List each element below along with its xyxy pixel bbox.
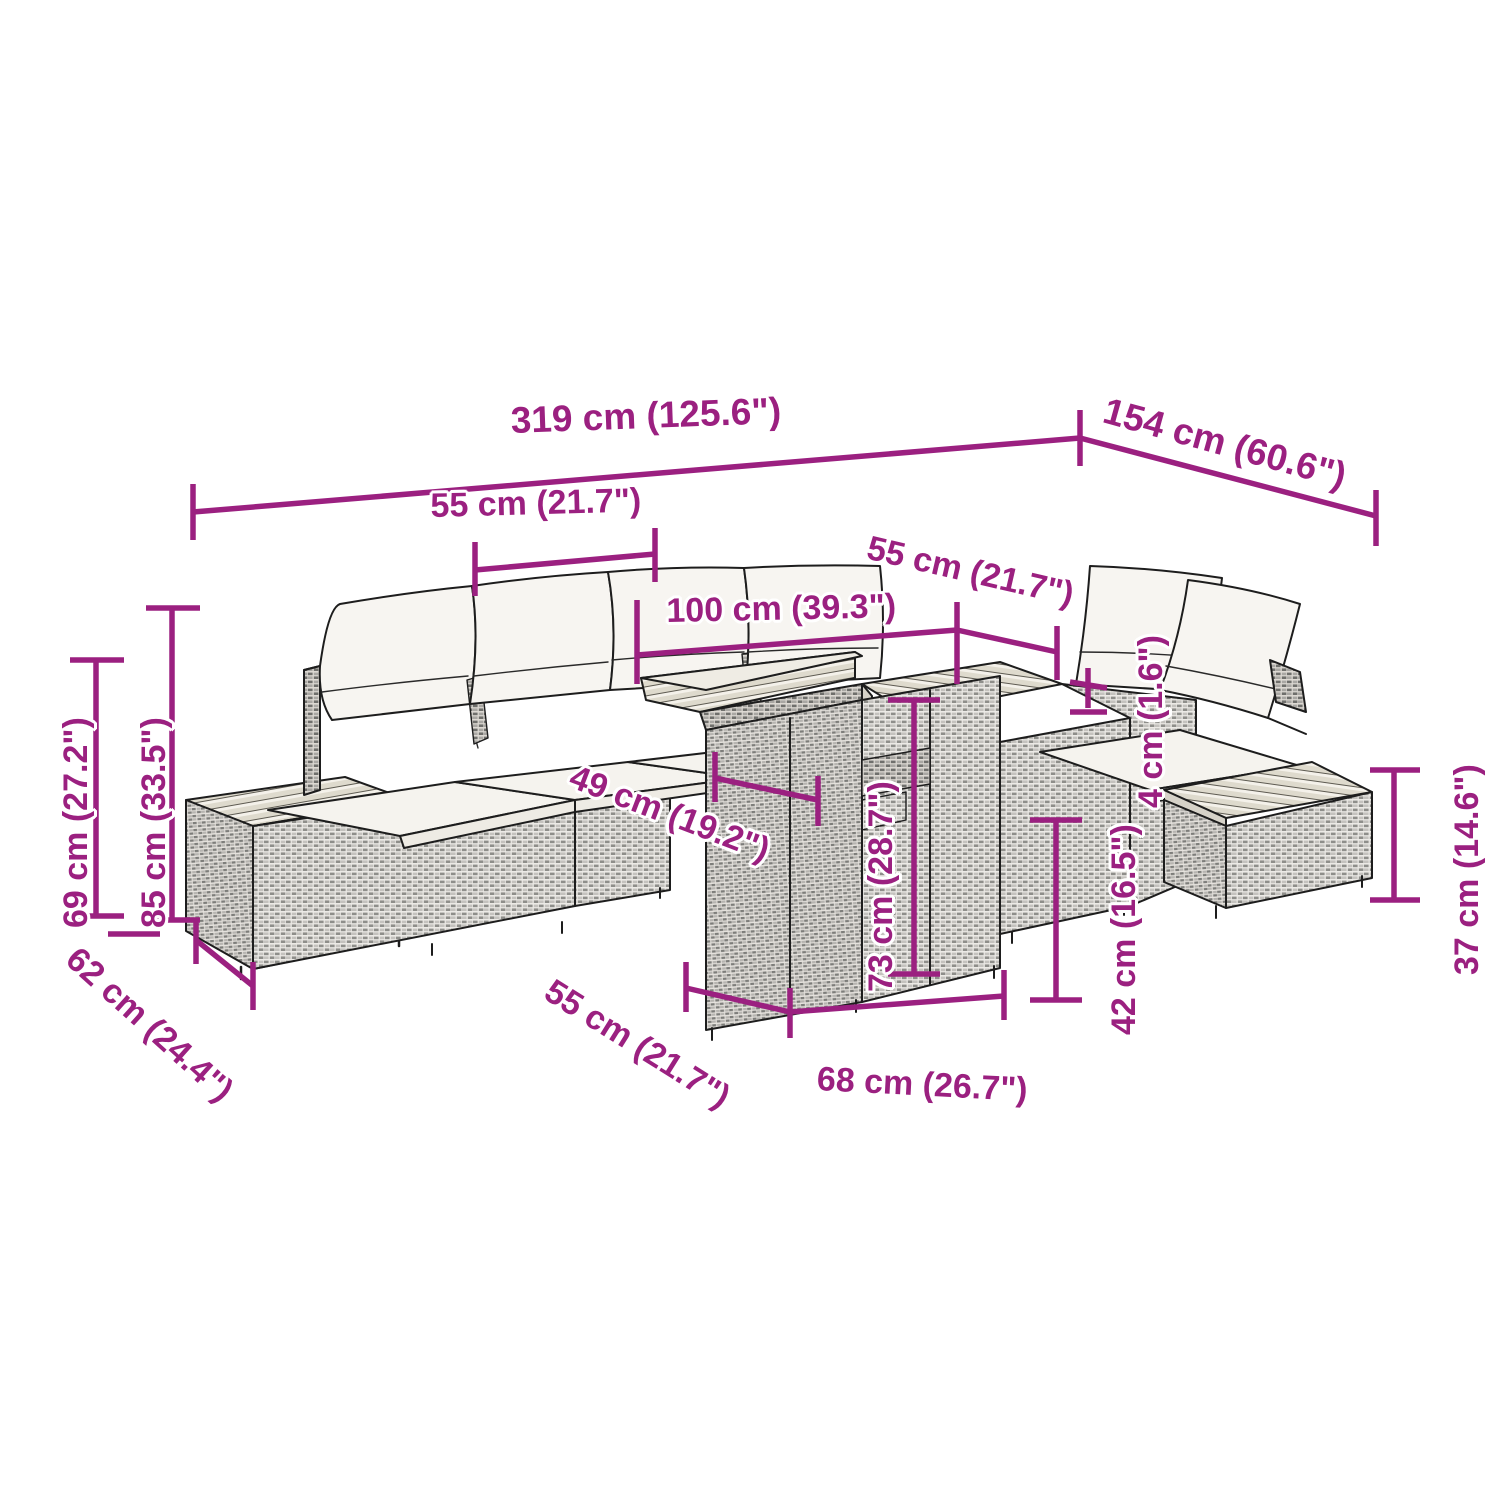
dimline-tablebase-depth — [685, 985, 791, 1015]
label-back-height: 69 cm (27.2") — [57, 717, 95, 928]
label-cushion-thickness: 4 cm (1.6") — [1132, 635, 1170, 808]
dimline-module-left — [474, 551, 656, 573]
dimline-table-width — [636, 627, 958, 658]
label-table-height: 73 cm (28.7") — [862, 781, 900, 992]
dimline-module-right — [956, 627, 1058, 655]
dimline-seat-depth — [194, 937, 255, 989]
right-footstool — [1163, 761, 1373, 919]
dimline-table-depth — [714, 775, 819, 803]
dimline-overall-width — [192, 435, 1081, 515]
label-table-width: 100 cm (39.3") — [666, 587, 897, 630]
label-seat-height-mid: 42 cm (16.5") — [1105, 824, 1143, 1035]
label-total-height: 85 cm (33.5") — [135, 717, 173, 928]
label-seat-module-width-left: 55 cm (21.7") — [430, 481, 642, 525]
dimline-tablebase-width — [789, 993, 1005, 1015]
right-seat-module — [999, 565, 1307, 944]
left-seat-modules — [252, 566, 763, 970]
dimline-overall-depth — [1079, 435, 1377, 519]
label-stool-height: 37 cm (14.6") — [1448, 764, 1486, 975]
